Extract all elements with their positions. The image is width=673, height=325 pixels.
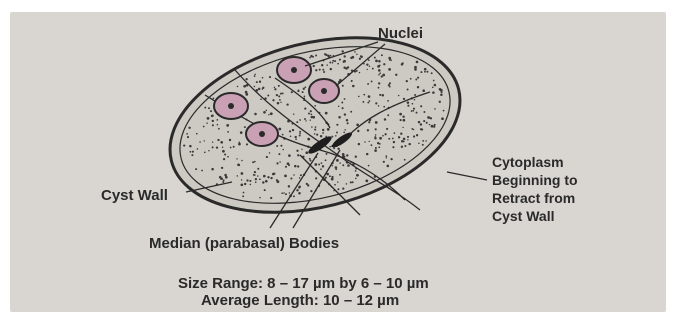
nucleus [309, 79, 339, 103]
nucleus [246, 122, 278, 146]
cyst-wall-label: Cyst Wall [101, 187, 168, 204]
nucleus [277, 57, 311, 83]
size-range-text: Size Range: 8 – 17 µm by 6 – 10 µm [178, 275, 429, 292]
median-bodies-label: Median (parabasal) Bodies [149, 235, 339, 252]
cytoplasm-label-line: Cytoplasm [492, 154, 564, 170]
average-length-text: Average Length: 10 – 12 µm [201, 292, 399, 309]
nucleus [214, 93, 248, 119]
cytoplasm-label-line: Beginning to [492, 172, 578, 188]
cytoplasm-label-line: Cyst Wall [492, 208, 555, 224]
nuclei-label: Nuclei [378, 25, 423, 42]
cytoplasm-label-line: Retract from [492, 190, 575, 206]
